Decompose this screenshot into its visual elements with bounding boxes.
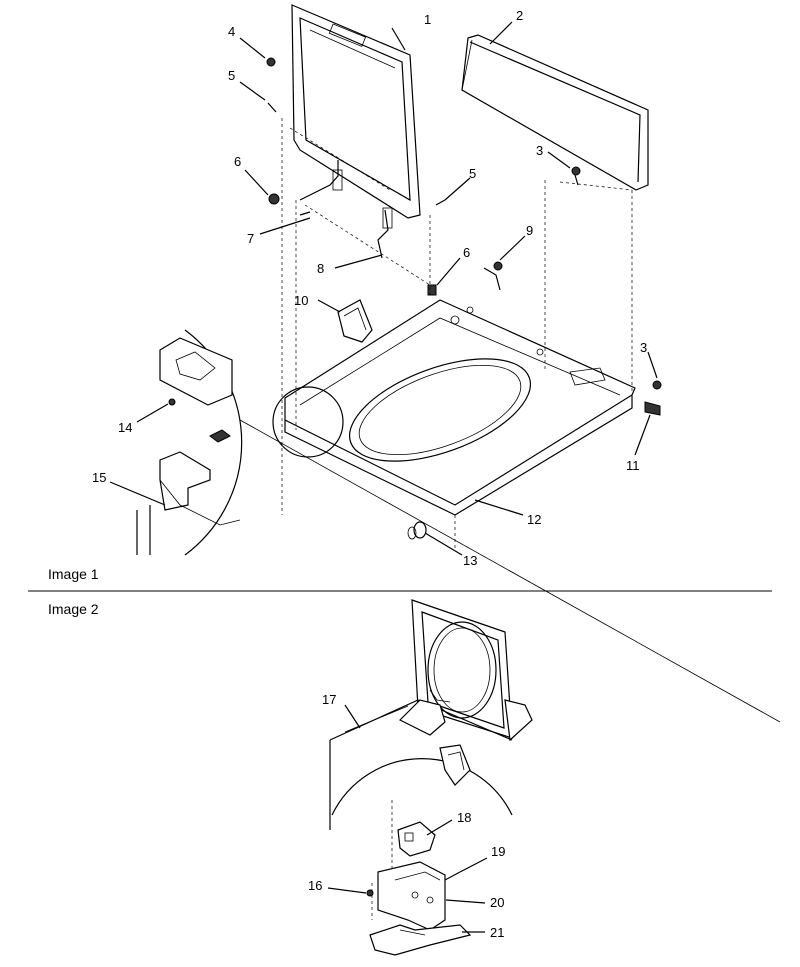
lid-hinges <box>299 160 393 259</box>
callout-5b: 5 <box>469 166 476 181</box>
callout-18: 18 <box>457 810 471 825</box>
top-cover <box>284 299 636 516</box>
callout-4: 4 <box>228 24 235 39</box>
callout-5: 5 <box>228 68 235 83</box>
callout-1: 1 <box>424 12 431 27</box>
callout-19: 19 <box>491 844 505 859</box>
callout-9: 9 <box>526 223 533 238</box>
detail-magnifier <box>136 329 243 556</box>
lid-switch <box>397 821 436 857</box>
detergent-cup <box>337 299 373 343</box>
callout-17: 17 <box>322 692 336 707</box>
callout-6b: 6 <box>463 245 470 260</box>
callout-12: 12 <box>527 512 541 527</box>
section-label-image1: Image 1 <box>48 566 99 582</box>
callout-3: 3 <box>536 143 543 158</box>
callout-14: 14 <box>118 420 132 435</box>
callout-7: 7 <box>247 231 254 246</box>
washer-cabinet <box>329 689 513 830</box>
switch-mount <box>366 861 461 931</box>
callout-21: 21 <box>490 925 504 940</box>
lid-switch-bracket <box>371 744 471 920</box>
back-panel <box>461 34 649 191</box>
drain-hose-fitting <box>407 521 427 540</box>
callout-16: 16 <box>308 878 322 893</box>
lid-frame <box>291 4 421 219</box>
leader-lines-image1 <box>109 21 781 723</box>
callout-13: 13 <box>463 553 477 568</box>
part-callouts: 1 2 3 4 5 5 6 6 7 8 9 10 3 14 11 15 12 1… <box>92 8 647 940</box>
callout-3b: 3 <box>640 340 647 355</box>
callout-8: 8 <box>317 261 324 276</box>
callout-2: 2 <box>516 8 523 23</box>
hardware <box>266 57 662 416</box>
washer-lid-open <box>411 599 533 742</box>
leader-lines-image2 <box>327 704 488 933</box>
dashed-guides <box>281 118 633 550</box>
callout-20: 20 <box>490 895 504 910</box>
detail-circle <box>272 386 344 458</box>
callout-15: 15 <box>92 470 106 485</box>
callout-11: 11 <box>626 458 640 473</box>
actuator-lever <box>369 924 472 956</box>
callout-6: 6 <box>234 154 241 169</box>
section-label-image2: Image 2 <box>48 601 99 617</box>
callout-10: 10 <box>294 293 308 308</box>
